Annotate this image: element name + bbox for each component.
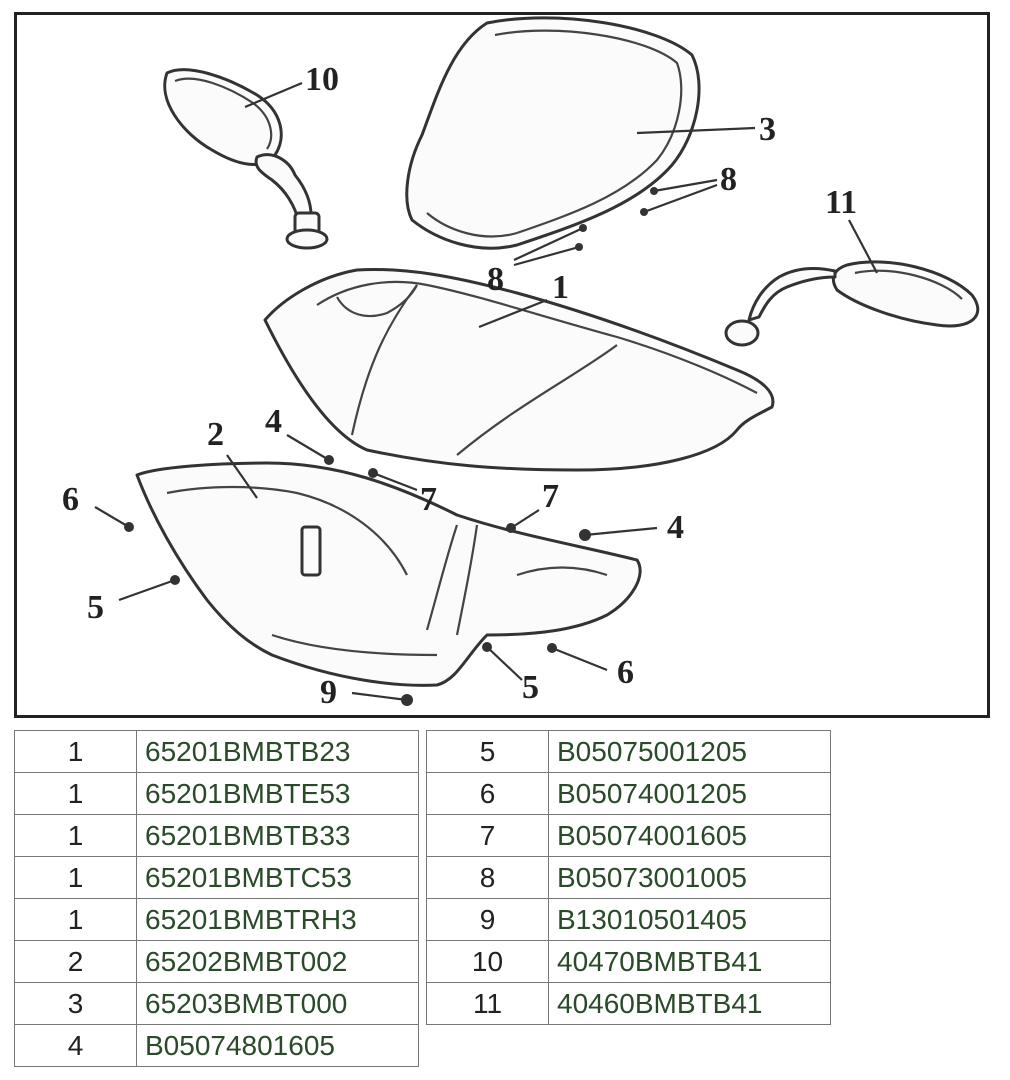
callout-8-lower: 8 xyxy=(487,261,504,298)
callout-6-right: 6 xyxy=(617,654,634,691)
part-ref: 9 xyxy=(426,898,549,941)
part-ref: 1 xyxy=(14,898,137,941)
part-ref: 11 xyxy=(426,982,549,1025)
callout-8-upper: 8 xyxy=(720,161,737,198)
part-ref: 6 xyxy=(426,772,549,815)
callout-2: 2 xyxy=(207,416,224,453)
callout-6-left: 6 xyxy=(62,481,79,518)
part-ref: 8 xyxy=(426,856,549,899)
inner-cover-part-2 xyxy=(135,461,642,687)
part-ref: 10 xyxy=(426,940,549,983)
part-number: 65201BMBTB33 xyxy=(136,814,419,857)
windscreen-part-3 xyxy=(405,16,701,250)
right-mirror-part-11 xyxy=(724,260,980,347)
part-number: B13010501405 xyxy=(548,898,831,941)
part-number: B05073001005 xyxy=(548,856,831,899)
part-ref: 1 xyxy=(14,814,137,857)
part-number: B05074001205 xyxy=(548,772,831,815)
part-number: B05075001205 xyxy=(548,730,831,773)
part-number: B05074001605 xyxy=(548,814,831,857)
part-ref: 3 xyxy=(14,982,137,1025)
callout-7-right: 7 xyxy=(542,478,559,515)
part-number: 40470BMBTB41 xyxy=(548,940,831,983)
callout-3: 3 xyxy=(759,111,776,148)
part-ref: 7 xyxy=(426,814,549,857)
part-ref: 2 xyxy=(14,940,137,983)
callout-5-left: 5 xyxy=(87,589,104,626)
callout-11: 11 xyxy=(825,184,857,221)
callout-4-right: 4 xyxy=(667,509,684,546)
part-ref: 1 xyxy=(14,772,137,815)
part-number: 65202BMBT002 xyxy=(136,940,419,983)
callout-10: 10 xyxy=(305,61,339,98)
part-number: 65203BMBT000 xyxy=(136,982,419,1025)
callout-5-right: 5 xyxy=(522,669,539,706)
callout-9: 9 xyxy=(320,674,337,711)
part-number: B05074801605 xyxy=(136,1024,419,1067)
part-ref: 1 xyxy=(14,856,137,899)
part-number: 40460BMBTB41 xyxy=(548,982,831,1025)
part-number: 65201BMBTB23 xyxy=(136,730,419,773)
part-ref: 5 xyxy=(426,730,549,773)
leader-lines xyxy=(94,81,878,702)
part-number: 65201BMBTE53 xyxy=(136,772,419,815)
callout-labels: 10 3 8 8 11 1 2 4 7 7 4 6 5 5 6 9 xyxy=(62,61,857,711)
part-number: 65201BMBTC53 xyxy=(136,856,419,899)
front-cover-part-1 xyxy=(263,268,775,472)
exploded-parts-diagram: 10 3 8 8 11 1 2 4 7 7 4 6 5 5 6 9 xyxy=(14,12,990,718)
callout-7-left: 7 xyxy=(420,481,437,518)
part-number: 65201BMBTRH3 xyxy=(136,898,419,941)
callout-4-upper: 4 xyxy=(265,403,282,440)
diagram-drawing: 10 3 8 8 11 1 2 4 7 7 4 6 5 5 6 9 xyxy=(62,16,980,711)
left-mirror-part-10 xyxy=(163,68,329,250)
callout-1: 1 xyxy=(552,269,569,306)
part-ref: 4 xyxy=(14,1024,137,1067)
part-ref: 1 xyxy=(14,730,137,773)
